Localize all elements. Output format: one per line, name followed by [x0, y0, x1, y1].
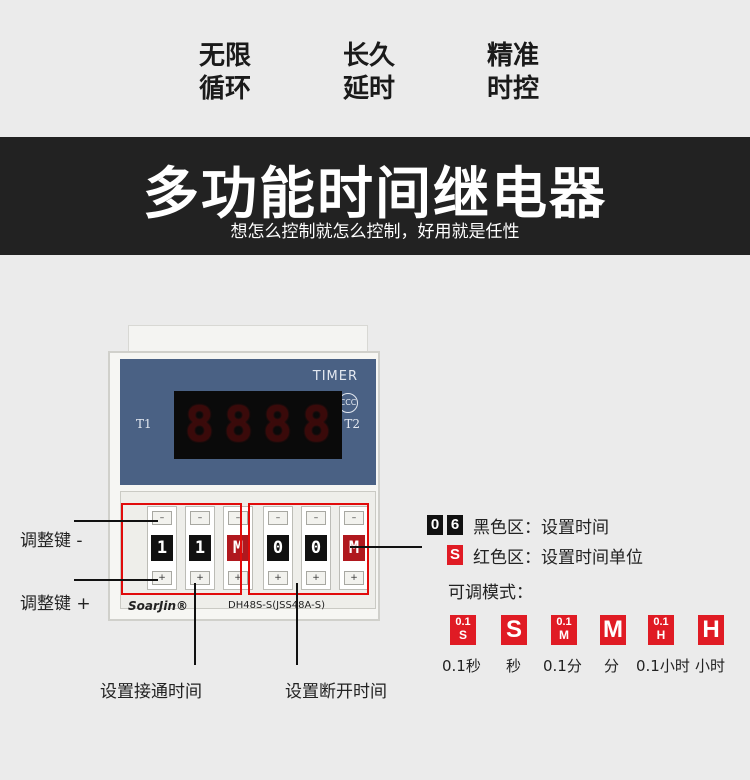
banner-subtitle: 想怎么控制就怎么控制，好用就是任性 — [230, 222, 520, 242]
plus-button[interactable]: + — [152, 571, 172, 585]
led-digit: 8 — [185, 397, 214, 453]
set-off-time-label: 设置断开时间 — [285, 682, 387, 702]
display-panel: TIMER CCC T1 T2 8 8 8 8 — [120, 359, 376, 485]
plus-button[interactable]: + — [268, 571, 288, 585]
led-digit: 8 — [302, 397, 331, 453]
mode-icon-bottom: M — [559, 628, 569, 642]
mode-title: 可调模式： — [448, 583, 533, 603]
switch-value: 0 — [305, 535, 327, 561]
minus-button[interactable]: – — [344, 511, 364, 525]
brand-label: SoarJin® — [128, 599, 189, 613]
mode-icon-0.1m: 0.1 M — [551, 615, 577, 645]
device-bezel — [128, 325, 368, 353]
mode-icon-top: 0.1 — [653, 616, 669, 628]
feature-line: 延时 — [342, 74, 395, 104]
callout-line-off-time — [296, 583, 298, 665]
mode-icon-h: H — [698, 615, 724, 645]
minus-button[interactable]: – — [268, 511, 288, 525]
minus-button[interactable]: – — [190, 511, 210, 525]
legend-black-text: 黑色区：设置时间 — [473, 517, 609, 538]
legend-red-text: 红色区：设置时间单位 — [473, 547, 643, 568]
mode-icon-bottom: H — [656, 628, 666, 642]
banner-title: 多功能时间继电器 — [143, 162, 607, 227]
model-label: DH48S-S(JSS48A-S) — [228, 600, 325, 611]
t2-label: T2 — [344, 417, 360, 431]
feature-line: 循环 — [198, 74, 251, 104]
feature-unlimited-loop: 无限 循环 — [170, 40, 280, 106]
set-on-time-label: 设置接通时间 — [100, 682, 202, 702]
red-chip: S — [447, 545, 463, 565]
mode-icon-m: M — [600, 615, 626, 645]
dial-switch[interactable]: – M + — [339, 506, 369, 590]
black-chip: 6 — [447, 515, 463, 535]
mode-label: 0.1秒 — [442, 657, 481, 675]
led-digit: 8 — [263, 397, 292, 453]
minus-button[interactable]: – — [228, 511, 248, 525]
mode-icon-0.1h: 0.1 H — [648, 615, 674, 645]
led-display: 8 8 8 8 — [174, 391, 342, 459]
legend-red-zone: S 红色区：设置时间单位 — [447, 545, 643, 568]
plus-button[interactable]: + — [344, 571, 364, 585]
feature-line: 精准 — [486, 41, 539, 71]
callout-line-plus — [74, 579, 158, 581]
switch-value: 1 — [189, 535, 211, 561]
mode-label: 0.1分 — [543, 657, 582, 675]
feature-precise-control: 精准 时控 — [458, 40, 568, 106]
mode-label: 分 — [604, 657, 620, 675]
t1-label: T1 — [136, 417, 152, 431]
callout-line-on-time — [194, 583, 196, 665]
mode-icon-0.1s: 0.1 S — [450, 615, 476, 645]
switch-unit-value: M — [343, 535, 365, 561]
switch-value: 1 — [151, 535, 173, 561]
mode-icon-bottom: S — [458, 628, 467, 642]
dial-switch[interactable]: – 0 + — [263, 506, 293, 590]
dial-switch[interactable]: – 0 + — [301, 506, 331, 590]
mode-label: 小时 — [695, 657, 726, 675]
feature-line: 长久 — [342, 41, 395, 71]
legend-black-zone: 0 6 黑色区：设置时间 — [427, 515, 609, 538]
led-digit: 8 — [224, 397, 253, 453]
adjust-minus-label: 调整键 - — [20, 531, 83, 551]
callout-line-minus — [74, 520, 158, 522]
dial-switch[interactable]: – 1 + — [185, 506, 215, 590]
plus-button[interactable]: + — [190, 571, 210, 585]
minus-button[interactable]: – — [306, 511, 326, 525]
mode-icon-s: S — [501, 615, 527, 645]
feature-line: 时控 — [486, 74, 539, 104]
feature-long-delay: 长久 延时 — [314, 40, 424, 106]
mode-label: 秒 — [506, 657, 522, 675]
off-time-highlight — [248, 503, 369, 595]
mode-icon-top: 0.1 — [556, 616, 572, 628]
on-time-highlight — [121, 503, 242, 595]
plus-button[interactable]: + — [228, 571, 248, 585]
black-chip: 0 — [427, 515, 443, 535]
adjust-plus-label: 调整键 + — [20, 594, 91, 614]
callout-line-unit — [350, 546, 422, 548]
timer-label: TIMER — [312, 369, 358, 384]
feature-line: 无限 — [198, 41, 251, 71]
plus-button[interactable]: + — [306, 571, 326, 585]
switch-unit-value: M — [227, 535, 249, 561]
switch-value: 0 — [267, 535, 289, 561]
mode-label: 0.1小时 — [636, 657, 690, 675]
mode-icon-top: 0.1 — [455, 616, 471, 628]
title-banner: 多功能时间继电器 想怎么控制就怎么控制，好用就是任性 — [0, 137, 750, 255]
